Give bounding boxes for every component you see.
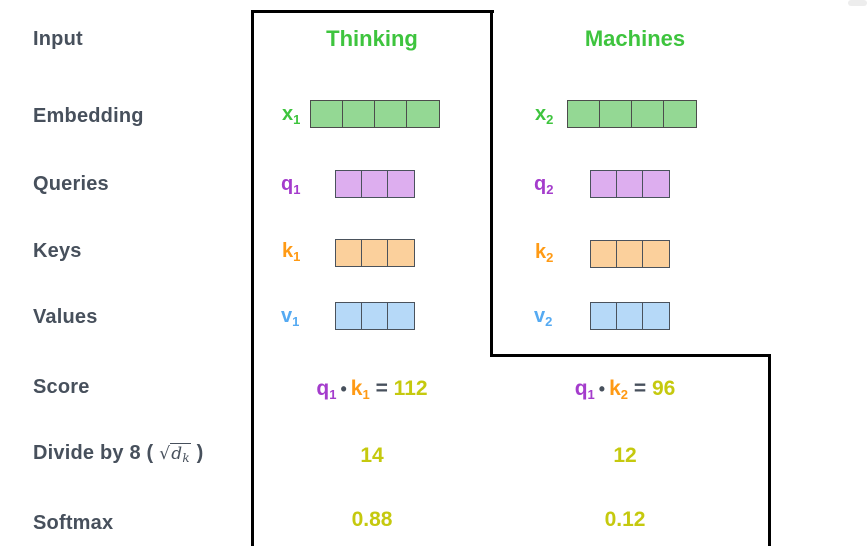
vector-cell <box>599 100 633 128</box>
key-vector-k2 <box>590 240 670 268</box>
softmax-value-machines: 0.12 <box>604 508 646 531</box>
vector-cell <box>590 302 618 330</box>
divided-value-machines: 12 <box>613 444 637 467</box>
vector-label-x1: x1 <box>282 103 301 127</box>
score-value-machines: 96 <box>651 377 676 400</box>
divide-suffix: ) <box>196 442 204 464</box>
row-label-values: Values <box>33 306 98 328</box>
divided-value-thinking: 14 <box>360 444 384 467</box>
divide-prefix: Divide by 8 ( <box>33 442 154 464</box>
score-expression-thinking: q1•k1 = 112 <box>316 377 428 402</box>
vector-cell <box>567 100 601 128</box>
vector-cell <box>361 239 389 267</box>
outline-inner-right-edge <box>490 10 493 357</box>
vector-cell <box>387 170 415 198</box>
vector-label-k1: k1 <box>282 240 301 264</box>
vector-cell <box>631 100 665 128</box>
value-vector-v1 <box>335 302 415 330</box>
vector-label-v2: v2 <box>534 305 553 329</box>
vector-cell <box>335 302 363 330</box>
vector-cell <box>616 302 644 330</box>
score-value-thinking: 112 <box>393 377 428 400</box>
vector-cell <box>387 239 415 267</box>
vector-cell <box>342 100 376 128</box>
outline-left-edge <box>251 10 254 546</box>
score-expression-machines: q1•k2 = 96 <box>574 377 676 402</box>
row-label-input: Input <box>33 28 83 50</box>
column-header-machines: Machines <box>584 26 686 51</box>
vector-cell <box>642 302 670 330</box>
vector-cell <box>642 170 670 198</box>
key-vector-k1 <box>335 239 415 267</box>
vector-label-q1: q1 <box>281 173 301 197</box>
softmax-value-thinking: 0.88 <box>351 508 393 531</box>
row-label-embedding: Embedding <box>33 105 144 127</box>
radicand: dk <box>170 443 191 465</box>
row-label-divide: Divide by 8 ( √dk ) <box>33 442 203 469</box>
dot-product-icon: • <box>340 379 347 399</box>
outline-top-edge <box>251 10 494 13</box>
vector-cell <box>361 170 389 198</box>
window-artifact <box>848 0 867 6</box>
vector-cell <box>374 100 408 128</box>
vector-cell <box>387 302 415 330</box>
vector-cell <box>642 240 670 268</box>
column-header-thinking: Thinking <box>326 26 418 51</box>
row-label-score: Score <box>33 376 90 398</box>
vector-cell <box>616 240 644 268</box>
vector-label-x2: x2 <box>535 103 554 127</box>
vector-cell <box>590 170 618 198</box>
vector-cell <box>616 170 644 198</box>
vector-cell <box>335 239 363 267</box>
query-vector-q2 <box>590 170 670 198</box>
vector-label-v1: v1 <box>281 305 300 329</box>
row-label-softmax: Softmax <box>33 512 114 534</box>
vector-cell <box>663 100 697 128</box>
embedding-vector-x2 <box>567 100 697 128</box>
dot-product-icon: • <box>598 379 606 399</box>
vector-cell <box>310 100 344 128</box>
vector-label-k2: k2 <box>535 241 554 265</box>
sqrt-dk-formula: √dk <box>159 443 191 465</box>
outline-outer-right-edge <box>768 354 771 546</box>
vector-cell <box>590 240 618 268</box>
vector-cell <box>361 302 389 330</box>
vector-cell <box>406 100 440 128</box>
vector-cell <box>335 170 363 198</box>
row-label-queries: Queries <box>33 173 109 195</box>
query-vector-q1 <box>335 170 415 198</box>
radical-sign: √ <box>159 444 171 464</box>
embedding-vector-x1 <box>310 100 440 128</box>
value-vector-v2 <box>590 302 670 330</box>
row-label-keys: Keys <box>33 240 82 262</box>
vector-label-q2: q2 <box>534 173 554 197</box>
outline-step-edge <box>490 354 771 357</box>
